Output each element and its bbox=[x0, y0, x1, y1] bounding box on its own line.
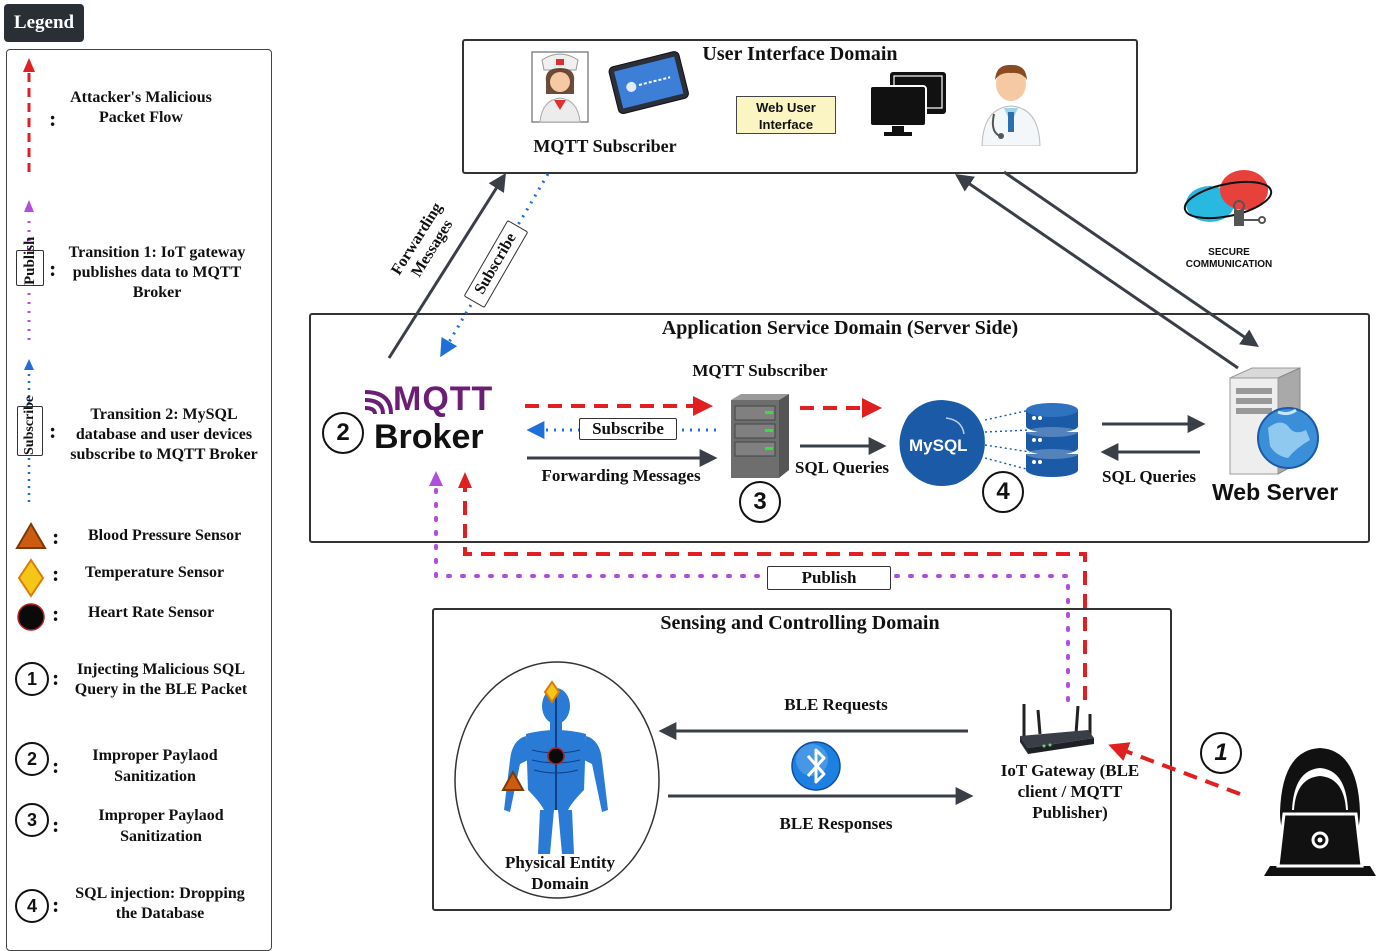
secure-communication-icon bbox=[1183, 170, 1273, 226]
legend-num-1: 1 bbox=[15, 662, 49, 696]
secure-communication-label: SECURE COMMUNICATION bbox=[1185, 247, 1273, 270]
ui-devices-illustration bbox=[531, 51, 689, 123]
heart-rate-sensor-marker bbox=[547, 747, 565, 765]
tablet-icon bbox=[608, 51, 689, 115]
subscribe-tag-app: Subscribe bbox=[579, 418, 677, 440]
attack-path-to-broker bbox=[463, 484, 1087, 700]
legend-num-4: 4 bbox=[15, 889, 49, 923]
forwarding-messages-app-label: Forwarding Messages bbox=[541, 466, 701, 485]
legend-label-1: Injecting Malicious SQL Query in the BLE… bbox=[74, 661, 248, 698]
legend-label-hr: Heart Rate Sensor bbox=[88, 604, 215, 621]
legend-temp-sensor-shape bbox=[17, 558, 45, 598]
ble-responses-label: BLE Responses bbox=[779, 814, 893, 833]
database-icon bbox=[1026, 403, 1078, 477]
sql-queries-label-2: SQL Queries bbox=[1102, 467, 1196, 486]
legend-attack-arrowhead bbox=[23, 58, 35, 72]
forwarding-arrow-up bbox=[387, 172, 506, 359]
iot-gateway-label: IoT Gateway (BLE client / MQTT Publisher… bbox=[1000, 761, 1140, 822]
monitors-icon bbox=[869, 72, 946, 136]
legend-colon: : bbox=[49, 418, 57, 443]
publish-tag: Publish bbox=[767, 566, 891, 590]
legend-colon: : bbox=[52, 665, 60, 690]
mysql-label: MySQL bbox=[909, 436, 968, 455]
legend-colon: : bbox=[52, 892, 60, 917]
bluetooth-icon bbox=[791, 741, 841, 791]
legend-label-2: Improper Paylaod Sanitization bbox=[92, 747, 218, 785]
hacker-icon bbox=[1264, 748, 1376, 876]
legend-colon: : bbox=[52, 753, 60, 778]
ble-requests-label: BLE Requests bbox=[784, 695, 888, 714]
sensing-domain-box bbox=[432, 608, 1172, 911]
legend-colon: : bbox=[49, 256, 57, 281]
blood-pressure-sensor-marker bbox=[501, 769, 525, 791]
mqtt-logo-icon bbox=[364, 390, 393, 414]
legend-bp-sensor-shape bbox=[15, 522, 47, 549]
legend-subscribe-arrowhead bbox=[24, 359, 34, 370]
legend-label-3: Improper Paylaod Sanitization bbox=[98, 807, 224, 845]
application-domain-box bbox=[309, 313, 1370, 543]
mqtt-brand-text: MQTT bbox=[393, 380, 494, 418]
app-mqtt-subscriber-label: MQTT Subscriber bbox=[692, 361, 828, 380]
human-body-icon bbox=[504, 688, 608, 854]
webserver-to-ui-arrow bbox=[955, 173, 1239, 370]
legend-label-subscribe: Transition 2: MySQL database and user de… bbox=[70, 406, 258, 463]
legend-label-4: SQL injection: Dropping the Database bbox=[75, 885, 245, 922]
mysql-icon bbox=[899, 400, 985, 486]
legend-label-publish: Transition 1: IoT gateway publishes data… bbox=[68, 244, 246, 301]
sql-queries-label-1: SQL Queries bbox=[795, 458, 889, 477]
legend-colon: : bbox=[49, 106, 57, 131]
application-domain-title: Application Service Domain (Server Side) bbox=[661, 317, 1019, 339]
legend-label-bp: Blood Pressure Sensor bbox=[88, 527, 242, 544]
user-interface-domain-box bbox=[462, 39, 1138, 174]
marker-2: 2 bbox=[322, 412, 364, 454]
legend-num-3: 3 bbox=[15, 803, 49, 837]
legend-label-attack: Attacker's Malicious Packet Flow bbox=[70, 89, 212, 126]
subscriber-server-icon bbox=[731, 394, 789, 478]
ui-to-webserver-arrow bbox=[1003, 170, 1259, 348]
web-ui-box: Web User Interface bbox=[736, 96, 836, 134]
legend-colon: : bbox=[52, 601, 60, 626]
legend-colon: : bbox=[52, 524, 60, 549]
temperature-sensor-marker bbox=[543, 680, 561, 704]
legend-num-2: 2 bbox=[15, 742, 49, 776]
doctor-icon bbox=[981, 64, 1041, 146]
legend-graphics bbox=[15, 58, 47, 631]
legend-hr-sensor-shape bbox=[17, 603, 45, 631]
web-server-icon bbox=[1229, 367, 1319, 475]
legend-publish-arrowhead bbox=[24, 200, 34, 212]
legend-label-temp: Temperature Sensor bbox=[85, 564, 225, 581]
marker-4: 4 bbox=[982, 471, 1024, 513]
marker-1: 1 bbox=[1200, 732, 1242, 774]
web-server-label: Web Server bbox=[1212, 479, 1339, 505]
iot-gateway-icon bbox=[1020, 704, 1094, 754]
sensing-domain-title: Sensing and Controlling Domain bbox=[660, 612, 940, 634]
physical-entity-label: Physical Entity Domain bbox=[504, 853, 616, 893]
physical-entity-illustration bbox=[454, 661, 660, 899]
user-interface-domain-title: User Interface Domain bbox=[702, 43, 898, 65]
legend-colon: : bbox=[52, 561, 60, 586]
ui-mqtt-subscriber-label: MQTT Subscriber bbox=[533, 136, 677, 156]
marker-3: 3 bbox=[739, 481, 781, 523]
publish-arrowhead bbox=[429, 471, 443, 486]
legend-title: Legend bbox=[4, 4, 84, 42]
broker-label: Broker bbox=[374, 418, 484, 456]
attack-arrowhead-broker bbox=[458, 472, 472, 488]
legend-colon: : bbox=[52, 812, 60, 837]
